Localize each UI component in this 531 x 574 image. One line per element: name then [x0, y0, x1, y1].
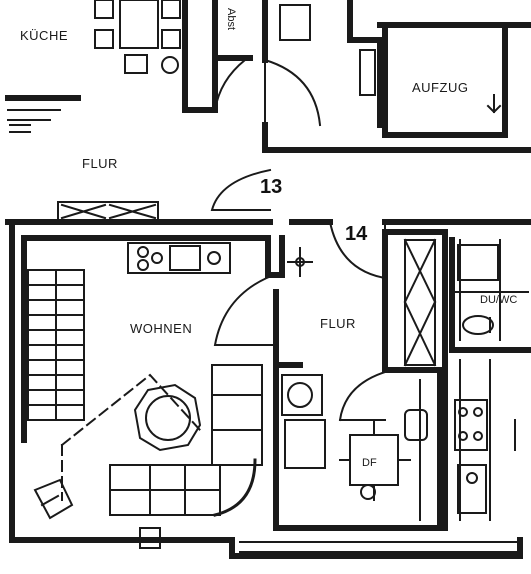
kitchen-counter — [57, 201, 231, 274]
staircase — [27, 269, 85, 421]
doors — [210, 58, 387, 422]
kitchen-label: KÜCHE — [20, 28, 68, 43]
shower-wc-label: DU/WC — [480, 294, 517, 306]
storage-label: Abst — [225, 8, 237, 30]
hall-right-label: FLUR — [320, 316, 356, 331]
unit-13-label: 13 — [260, 176, 282, 198]
room-labels: KÜCHE Abst AUFZUG FLUR FLUR WOHNEN DU/WC… — [20, 8, 517, 469]
hall-left-label: FLUR — [82, 156, 118, 171]
elevator-label: AUFZUG — [412, 80, 468, 95]
bathroom-fixtures — [9, 94, 516, 514]
junction-cross — [287, 247, 313, 277]
kitchen-furniture — [94, 0, 376, 96]
skylight-label: DF — [362, 457, 377, 469]
unit-14-label: 14 — [345, 223, 368, 245]
exterior-walls — [5, 0, 531, 559]
living-furniture — [33, 364, 263, 549]
living-label: WOHNEN — [130, 321, 192, 336]
